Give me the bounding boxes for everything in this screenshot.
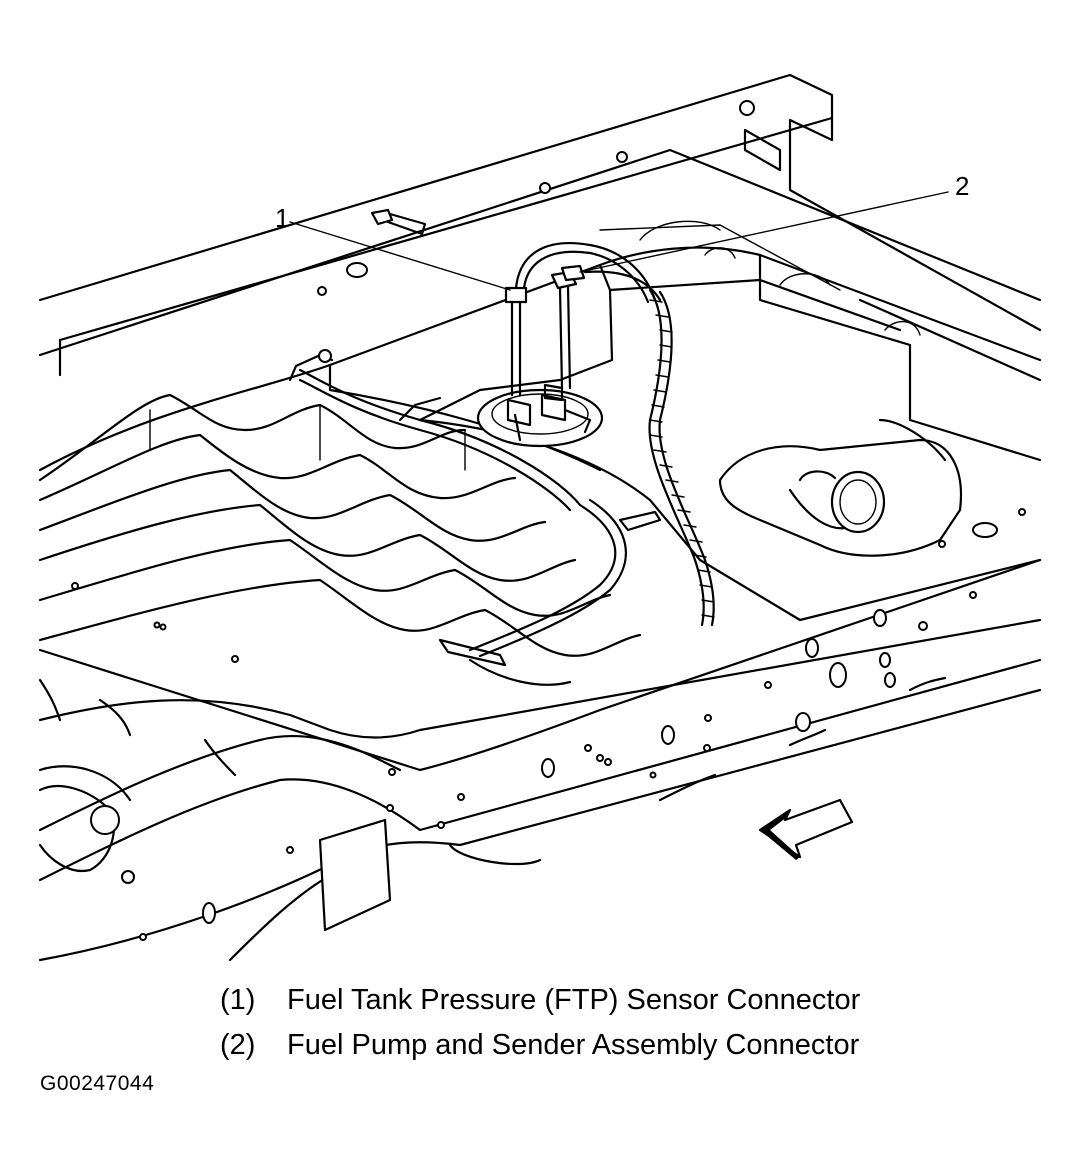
filler-neck <box>718 418 962 557</box>
wiring-harness <box>514 242 662 304</box>
callout-1: 1 <box>275 203 511 291</box>
legend: (1) Fuel Tank Pressure (FTP) Sensor Conn… <box>220 978 860 1068</box>
figure-id: G00247044 <box>40 1072 155 1095</box>
bolt <box>370 208 427 236</box>
fuel-pump-module <box>476 383 604 448</box>
tank-ribs <box>38 393 642 657</box>
direction-arrow-icon <box>758 798 854 860</box>
ftp-sensor-connector <box>504 286 528 397</box>
legend-item-1: (1) Fuel Tank Pressure (FTP) Sensor Conn… <box>220 978 860 1023</box>
callout-1-number: 1 <box>275 203 289 233</box>
legend-item-1-text: Fuel Tank Pressure (FTP) Sensor Connecto… <box>287 984 861 1016</box>
legend-item-1-number: (1) <box>220 984 256 1016</box>
fuel-pump-sender-connector <box>550 264 586 390</box>
legend-item-2: (2) Fuel Pump and Sender Assembly Connec… <box>220 1023 860 1068</box>
fuel-tank-connector-diagram: 1 2 <box>38 73 1042 962</box>
fuel-lines <box>288 349 662 686</box>
fuel-tank <box>38 220 1042 622</box>
callout-2: 2 <box>579 171 969 273</box>
legend-item-2-number: (2) <box>220 1029 256 1061</box>
lower-frame-rail <box>38 508 1042 962</box>
upper-frame-rail <box>38 73 1042 377</box>
corrugated-conduit <box>648 288 715 627</box>
legend-item-2-text: Fuel Pump and Sender Assembly Connector <box>287 1029 860 1061</box>
callout-2-number: 2 <box>955 171 969 201</box>
